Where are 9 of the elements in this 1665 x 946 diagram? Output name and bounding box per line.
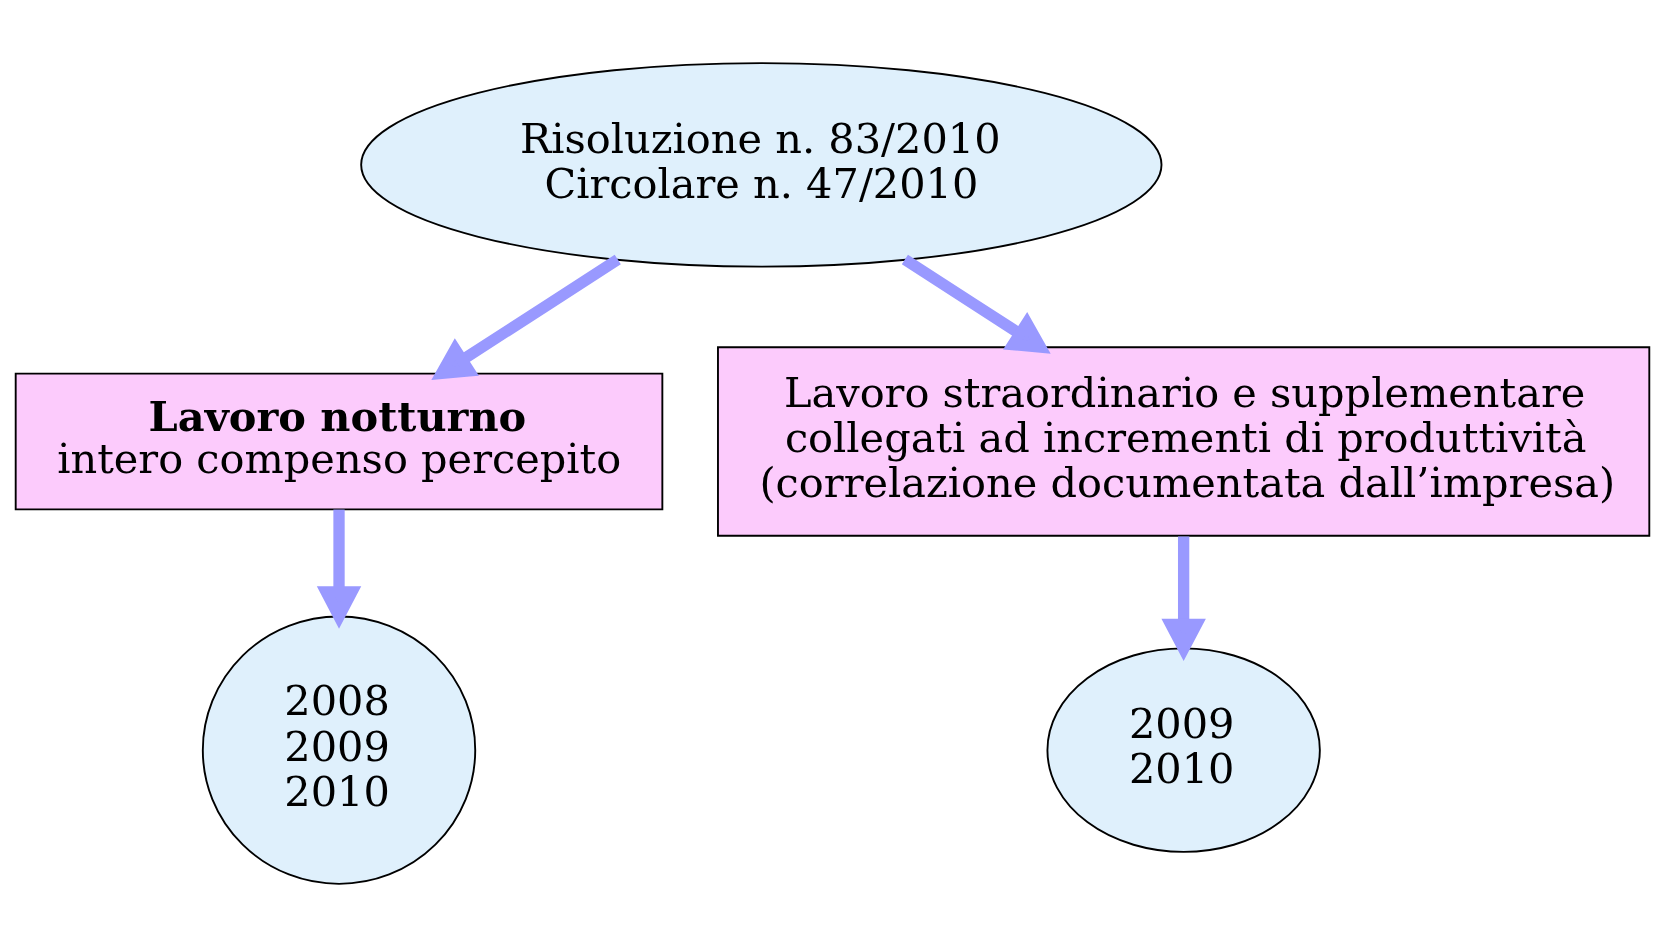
- arrow: [1161, 536, 1206, 661]
- node-ellipse: 2009 2010: [1046, 646, 1321, 853]
- node-box: Lavoro straordinario e supplementare collegati ad incrementi di produttività (correlazione documentata dall’impresa): [717, 345, 1651, 537]
- node-ellipse: Risoluzione n. 83/2010 Circolare n. 47/2010: [360, 61, 1163, 268]
- node-circle: 2008 2009 2010: [201, 615, 477, 885]
- arrow: [431, 254, 621, 380]
- node-box: Lavoro notturno intero compenso percepito: [14, 372, 664, 510]
- arrow: [901, 254, 1051, 354]
- arrow: [316, 509, 362, 629]
